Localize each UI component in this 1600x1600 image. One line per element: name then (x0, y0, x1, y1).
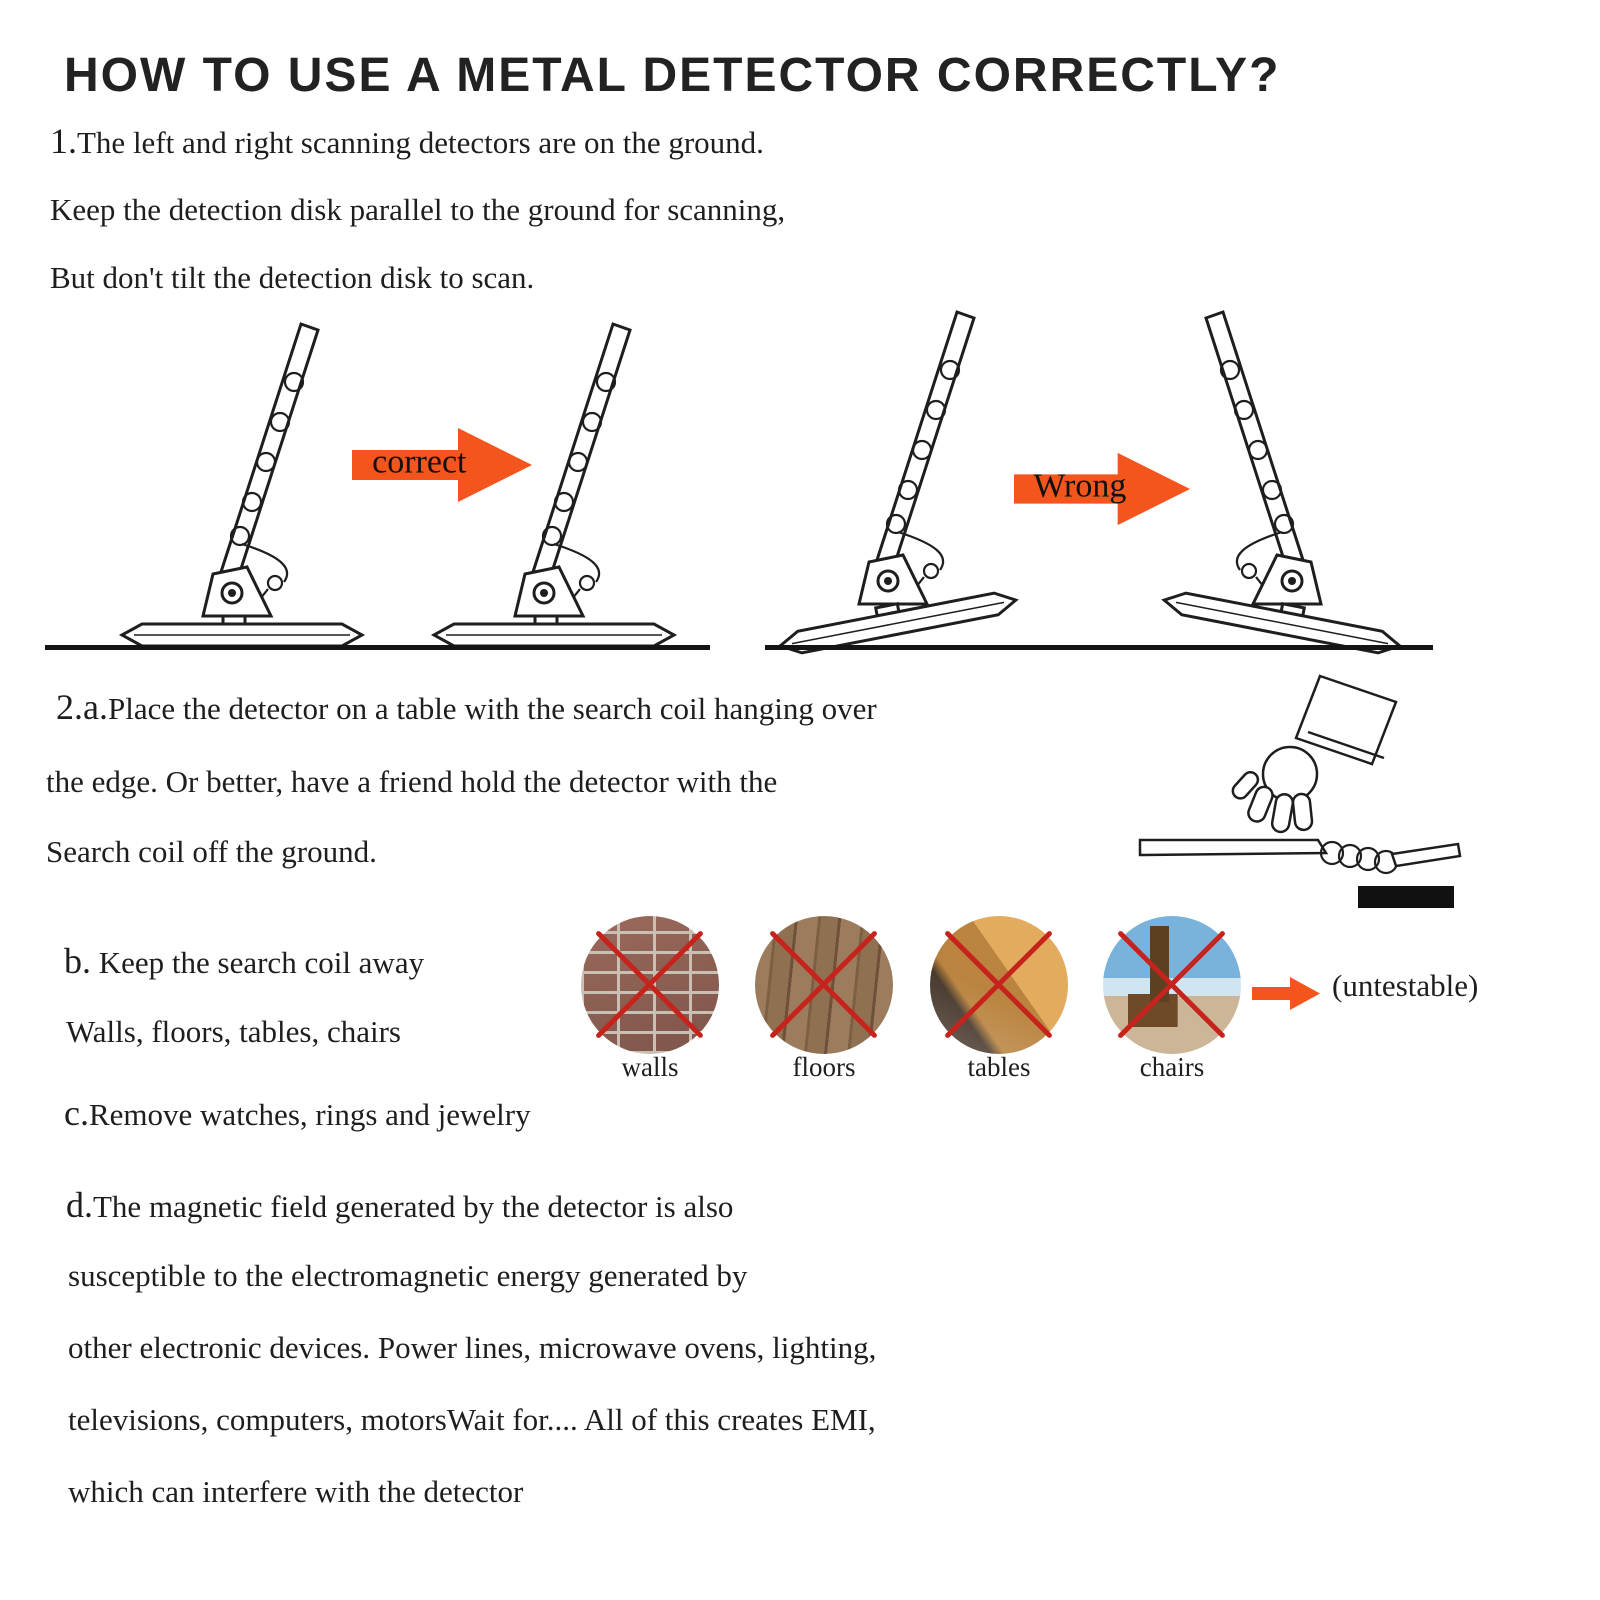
stepb-line-2: Walls, floors, tables, chairs (66, 1014, 401, 1049)
stepd-line-1: d.The magnetic field generated by the de… (66, 1184, 733, 1226)
metal-detector-wrong-icon (1152, 308, 1412, 655)
wrong-arrow-label: Wrong (1033, 467, 1127, 505)
step2a-line-2: the edge. Or better, have a friend hold … (46, 764, 778, 799)
photo-label-floors: floors (792, 1052, 856, 1082)
crossed-photo-walls (581, 916, 719, 1054)
ground-line-right (765, 645, 1433, 650)
crossed-photo-tables (930, 916, 1068, 1054)
stepc-text: Remove watches, rings and jewelry (88, 1097, 531, 1132)
crossed-photo-chairs (1103, 916, 1241, 1054)
step2a-line-1: 2.a.Place the detector on a table with t… (56, 686, 877, 728)
stepd-line-3: other electronic devices. Power lines, m… (68, 1330, 877, 1365)
page-title: HOW TO USE A METAL DETECTOR CORRECTLY? (64, 49, 1281, 102)
stepd-line-4: televisions, computers, motorsWait for..… (68, 1402, 876, 1437)
step2a-number: 2.a. (56, 687, 108, 727)
stepc-line: c.Remove watches, rings and jewelry (64, 1092, 531, 1134)
right-arrow-icon (352, 428, 532, 502)
photo-label-tables: tables (967, 1052, 1031, 1082)
step2a-line-3: Search coil off the ground. (46, 834, 377, 869)
stepd-number: d. (66, 1185, 93, 1225)
correct-arrow-label: correct (372, 443, 467, 481)
step1-line-1: 1.The left and right scanning detectors … (50, 120, 764, 162)
right-arrow-icon (1252, 977, 1320, 1010)
metal-detector-correct-icon (112, 320, 372, 650)
step1-line-3: But don't tilt the detection disk to sca… (50, 260, 535, 295)
stepd-line-2: susceptible to the electromagnetic energ… (68, 1258, 748, 1293)
right-arrow-icon (1014, 452, 1191, 526)
step2a-line-1-text: Place the detector on a table with the s… (107, 691, 877, 726)
step1-line-2: Keep the detection disk parallel to the … (50, 192, 786, 227)
photo-label-walls: walls (621, 1052, 679, 1082)
stepd-line-1-text: The magnetic field generated by the dete… (93, 1189, 734, 1224)
untestable-arrow (1252, 976, 1322, 1011)
stepc-number: c. (64, 1093, 89, 1133)
photo-label-chairs: chairs (1139, 1052, 1205, 1082)
crossed-photo-floors (755, 916, 893, 1054)
hand-holding-detector-illustration (1138, 670, 1462, 912)
stepd-line-5: which can interfere with the detector (68, 1474, 524, 1509)
correct-arrow: correct (352, 426, 534, 504)
wrong-arrow: Wrong (1014, 450, 1192, 528)
stepb-line-1: b. Keep the search coil away (64, 940, 424, 982)
metal-detector-correct-icon (424, 320, 684, 650)
stepb-line-1-text: Keep the search coil away (91, 945, 425, 980)
metal-detector-wrong-icon (768, 308, 1028, 655)
step1-number: 1. (50, 121, 77, 161)
untestable-label: (untestable) (1332, 968, 1479, 1003)
ground-line-left (45, 645, 710, 650)
stepb-number: b. (64, 941, 91, 981)
step1-line-1-text: The left and right scanning detectors ar… (77, 125, 764, 160)
